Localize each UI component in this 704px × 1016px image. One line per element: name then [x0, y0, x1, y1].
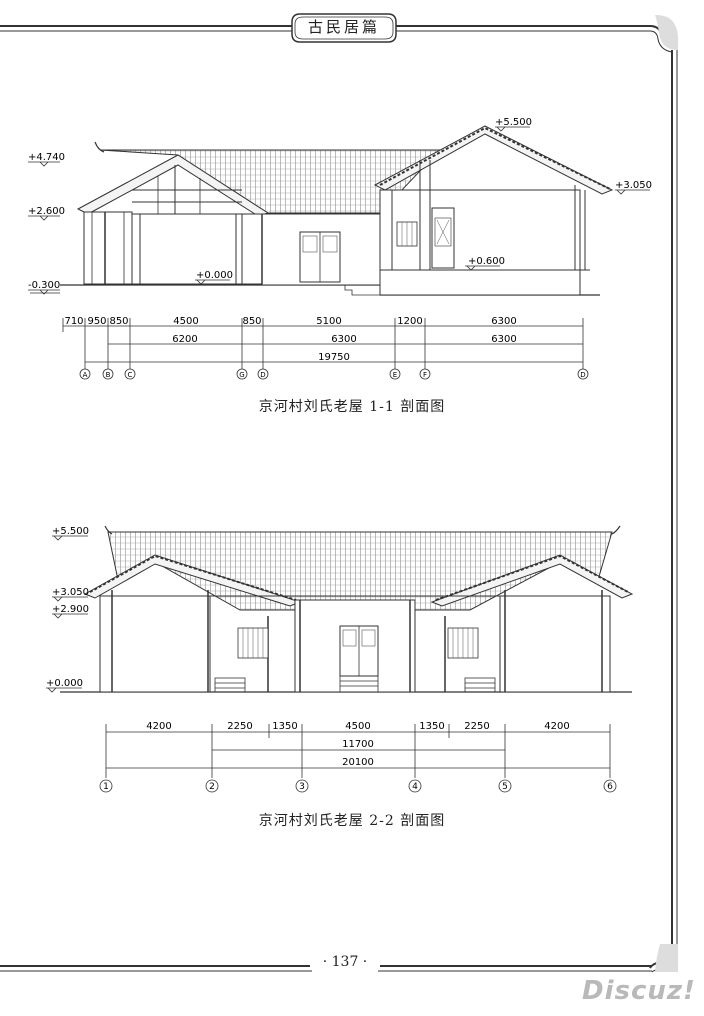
- axis-E: E: [393, 371, 397, 379]
- dim2-4200b: 4200: [544, 721, 569, 732]
- dim2-20100: 20100: [342, 757, 374, 768]
- axis2-4: 4: [412, 782, 418, 792]
- dim2-2250a: 2250: [227, 721, 252, 732]
- elev2-5500: +5.500: [52, 526, 89, 537]
- elev-0600: +0.600: [468, 256, 505, 267]
- axis-D1: D: [260, 371, 265, 379]
- dim-710: 710: [64, 316, 83, 327]
- elev-3050: +3.050: [615, 180, 652, 191]
- elev-4740: +4.740: [28, 152, 65, 163]
- axis-G: G: [239, 371, 244, 379]
- dim-6300c: 6300: [491, 334, 516, 345]
- elev-2600: +2.600: [28, 206, 65, 217]
- axis2-1: 1: [103, 782, 109, 792]
- dim-850b: 850: [242, 316, 261, 327]
- section-title-badge: 古民居篇: [307, 17, 380, 36]
- axis-A: A: [83, 371, 88, 379]
- dim2-11700: 11700: [342, 739, 374, 750]
- axis2-3: 3: [299, 782, 305, 792]
- section-2-2-drawing: +5.500 +3.050 +2.900 +0.000 4200 2250 13…: [46, 525, 634, 793]
- elev-0000: +0.000: [196, 270, 233, 281]
- dim-850a: 850: [109, 316, 128, 327]
- elev2-3050: +3.050: [52, 587, 89, 598]
- elev2-0000: +0.000: [46, 678, 83, 689]
- dim-4500: 4500: [173, 316, 198, 327]
- axis-F: F: [423, 371, 427, 379]
- elev-minus-0300: -0.300: [28, 280, 60, 291]
- elev-5500: +5.500: [495, 117, 532, 128]
- page-number: · 137 ·: [310, 954, 380, 970]
- elevation-markers-1: [28, 126, 650, 295]
- dim2-4500: 4500: [345, 721, 370, 732]
- dim-950: 950: [87, 316, 106, 327]
- axis2-6: 6: [607, 782, 613, 792]
- elev2-2900: +2.900: [52, 604, 89, 615]
- dim2-4200a: 4200: [146, 721, 171, 732]
- axis2-5: 5: [502, 782, 508, 792]
- watermark-logo: Discuz!: [582, 976, 696, 1006]
- dim2-2250b: 2250: [464, 721, 489, 732]
- dim2-1350a: 1350: [272, 721, 297, 732]
- section-1-1-drawing: +4.740 +2.600 -0.300 +5.500 +3.050 +0.60…: [28, 117, 652, 380]
- dim-6300a: 6300: [491, 316, 516, 327]
- axis-D2: D: [580, 371, 585, 379]
- dim-1200: 1200: [397, 316, 422, 327]
- dim-5100: 5100: [316, 316, 341, 327]
- dim-19750: 19750: [318, 352, 350, 363]
- dim2-1350b: 1350: [419, 721, 444, 732]
- dim-6300b: 6300: [331, 334, 356, 345]
- axis-B: B: [106, 371, 111, 379]
- dim-6200: 6200: [172, 334, 197, 345]
- caption-section-2-2: 京河村刘氏老屋 2-2 剖面图: [258, 813, 446, 829]
- axis-C: C: [128, 371, 133, 379]
- caption-section-1-1: 京河村刘氏老屋 1-1 剖面图: [258, 399, 446, 415]
- axis2-2: 2: [209, 782, 215, 792]
